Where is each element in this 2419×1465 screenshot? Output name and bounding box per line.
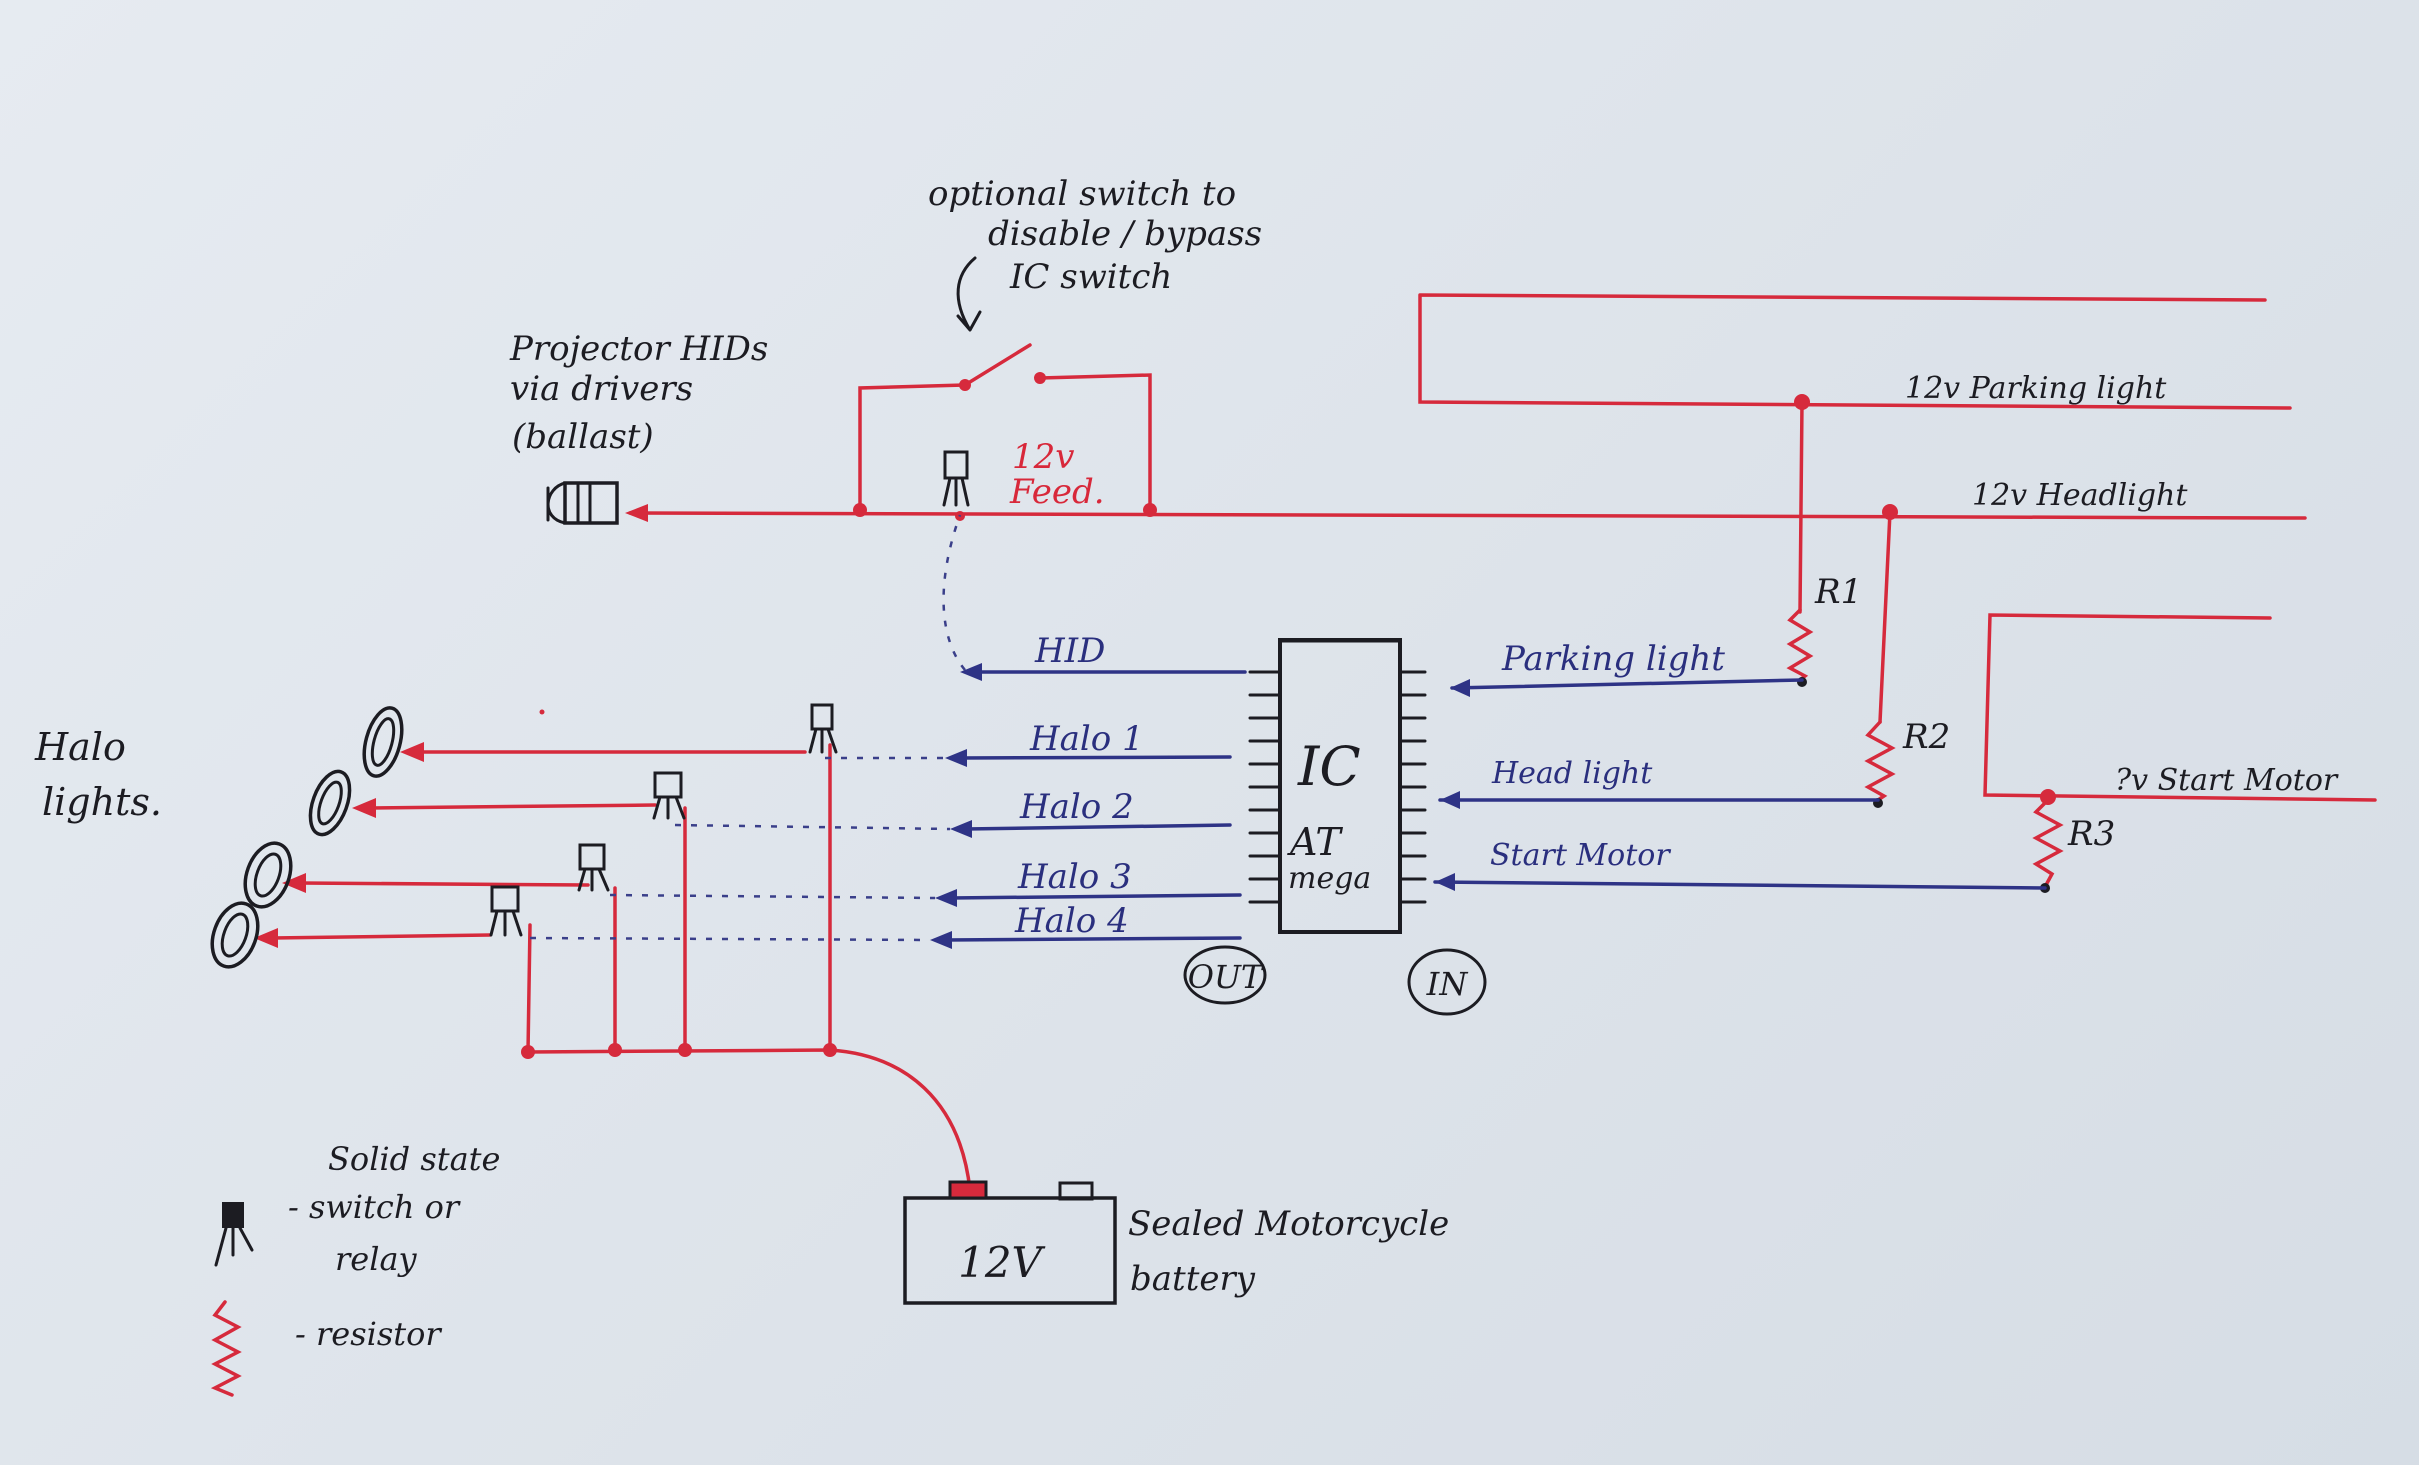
halo4-output-label: Halo 4 xyxy=(1014,901,1129,941)
optional-switch-note-line2: disable / bypass xyxy=(988,214,1262,254)
resistor-r2 xyxy=(1864,720,1896,808)
halo3-power-wire xyxy=(298,881,590,887)
headlight-feed-wire xyxy=(628,511,2307,520)
start-input-wire xyxy=(1433,880,2047,890)
r2-wire xyxy=(1878,510,1892,724)
ic-model-line1: AT xyxy=(1287,820,1343,864)
ic-pins-left xyxy=(1248,670,1282,904)
battery-icon: 12V xyxy=(903,1180,1117,1305)
projector-hid-icon xyxy=(546,481,619,525)
in-label: IN xyxy=(1426,965,1469,1003)
hid-output-label: HID xyxy=(1034,631,1105,671)
projector-note-line3: (ballast) xyxy=(512,417,654,457)
r1-label: R1 xyxy=(1814,572,1862,612)
halo4-signal-wire xyxy=(943,936,1242,942)
start-motor-rail-wire xyxy=(1983,613,2377,802)
halo3-output-label: Halo 3 xyxy=(1017,857,1132,897)
ic-model-line2: mega xyxy=(1288,861,1371,896)
relay-drop-wires xyxy=(526,743,832,1054)
signal-wiring xyxy=(930,663,2047,949)
projector-note-line1: Projector HIDs xyxy=(509,329,768,369)
parking-rail-wire xyxy=(1418,293,2292,410)
out-marker: OUT xyxy=(1183,945,1267,1005)
battery-desc-line2: battery xyxy=(1130,1259,1256,1299)
halo4-arrow xyxy=(254,928,278,948)
resistor-r3 xyxy=(2032,798,2064,893)
halo3-relay-icon xyxy=(577,843,610,892)
halo1-arrow xyxy=(400,742,424,762)
legend-resistor-icon xyxy=(210,1300,242,1397)
control-links xyxy=(529,514,966,942)
legend-switch-icon xyxy=(214,1202,254,1267)
halo1-output-label: Halo 1 xyxy=(1029,719,1144,759)
out-label: OUT xyxy=(1188,958,1265,996)
halo2-signal-wire xyxy=(963,823,1232,831)
legend-switch-line3: relay xyxy=(335,1240,418,1278)
halo1-signal-wire xyxy=(958,755,1232,760)
bypass-switch-blade xyxy=(963,343,1032,387)
resistor-r1 xyxy=(1786,608,1814,687)
legend-switch-line1: Solid state xyxy=(328,1140,500,1178)
battery-desc-line1: Sealed Motorcycle xyxy=(1128,1204,1449,1244)
halo-light-4-icon xyxy=(210,901,260,969)
halo-note-line1: Halo xyxy=(34,725,126,769)
halo2-relay-icon xyxy=(652,771,686,820)
halo3-arrow xyxy=(282,873,306,893)
optional-switch-note-line3: IC switch xyxy=(1009,257,1172,297)
ic-chip: IC AT mega xyxy=(1248,638,1427,934)
start-input-label: Start Motor xyxy=(1490,838,1671,873)
halo3-signal-wire xyxy=(948,893,1242,900)
feed-note-line1: 12v xyxy=(1012,437,1074,477)
ic-pins-right xyxy=(1398,670,1427,904)
halo2-power-wire xyxy=(368,803,657,810)
r3-label: R3 xyxy=(2067,814,2115,854)
projector-arrow xyxy=(625,504,648,522)
halo-note-line2: lights. xyxy=(42,780,162,824)
projector-note-line2: via drivers xyxy=(510,369,693,409)
parking-input-label: Parking light xyxy=(1501,639,1725,679)
halo2-output-label: Halo 2 xyxy=(1019,787,1134,827)
feed-note-line2: Feed. xyxy=(1009,472,1105,512)
halo1-relay-icon xyxy=(808,703,838,754)
legend-resistor-label: - resistor xyxy=(295,1315,442,1353)
parking-input-wire xyxy=(1450,678,1804,690)
halo-light-3-icon xyxy=(243,841,293,909)
halo4-relay-icon xyxy=(489,885,523,937)
halo2-arrow xyxy=(352,798,376,818)
r1-wire xyxy=(1798,400,1804,614)
legend-switch-line2: - switch or xyxy=(288,1188,461,1226)
parking-rail-label: 12v Parking light xyxy=(1905,371,2167,406)
halo-light-2-icon xyxy=(308,769,352,837)
battery-bus-wire xyxy=(526,1048,972,1192)
power-wiring xyxy=(254,293,2377,1192)
optional-switch-note-line1: optional switch to xyxy=(928,174,1236,214)
ic-name: IC xyxy=(1297,735,1361,798)
bypass-switch-wire xyxy=(858,373,1152,512)
r2-label: R2 xyxy=(1902,717,1950,757)
headlight-rail-label: 12v Headlight xyxy=(1972,478,2188,513)
feed-relay-icon xyxy=(942,450,970,507)
headlight-input-label: Head light xyxy=(1491,756,1653,791)
optional-switch-pointer xyxy=(956,256,982,332)
battery-voltage: 12V xyxy=(958,1238,1045,1287)
in-marker: IN xyxy=(1407,948,1487,1016)
halo4-power-wire xyxy=(270,933,492,940)
start-rail-label: ?v Start Motor xyxy=(2115,763,2339,798)
halo-light-1-icon xyxy=(362,706,404,778)
